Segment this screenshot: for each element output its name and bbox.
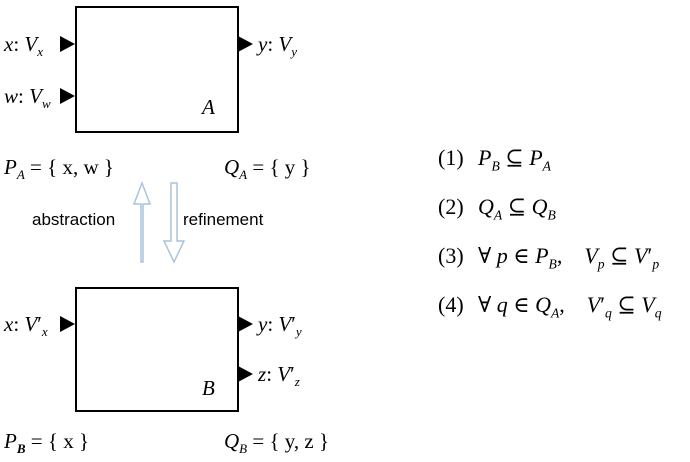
p-set-b: PB = { x } bbox=[4, 429, 90, 457]
output-label-z-b: z: V′z bbox=[258, 362, 300, 390]
p-set-a: PA = { x, w } bbox=[4, 155, 114, 183]
abstraction-label: abstraction bbox=[32, 210, 116, 229]
condition-2: (2)QA ⊆ QB bbox=[438, 194, 556, 223]
block-a-name: A bbox=[202, 95, 215, 119]
q-set-b: QB = { y, z } bbox=[224, 429, 330, 457]
block-b-name: B bbox=[202, 376, 215, 400]
input-label-w-a: w: Vw bbox=[4, 84, 51, 112]
output-label-y-a: y: Vy bbox=[258, 32, 298, 60]
input-port-w-a bbox=[60, 88, 75, 104]
abstraction-arrow bbox=[132, 180, 152, 263]
condition-3: (3)∀ p ∈ PB, Vp ⊆ V′p bbox=[438, 243, 660, 272]
output-port-z-b bbox=[238, 366, 253, 382]
block-a bbox=[75, 6, 239, 133]
input-label-x-b: x: V′x bbox=[4, 312, 48, 340]
output-port-y-b bbox=[238, 316, 253, 332]
output-label-y-b: y: V′y bbox=[258, 312, 302, 340]
refinement-arrow bbox=[162, 182, 186, 264]
input-port-x-a bbox=[60, 36, 75, 52]
condition-1: (1)PB ⊆ PA bbox=[438, 145, 551, 174]
refinement-label: refinement bbox=[183, 210, 264, 229]
block-b bbox=[75, 287, 239, 412]
input-label-x-a: x: Vx bbox=[4, 32, 44, 60]
condition-4: (4)∀ q ∈ QA, V′q ⊆ Vq bbox=[438, 292, 662, 321]
q-set-a: QA = { y } bbox=[224, 155, 311, 183]
output-port-y-a bbox=[238, 36, 253, 52]
input-port-x-b bbox=[60, 316, 75, 332]
